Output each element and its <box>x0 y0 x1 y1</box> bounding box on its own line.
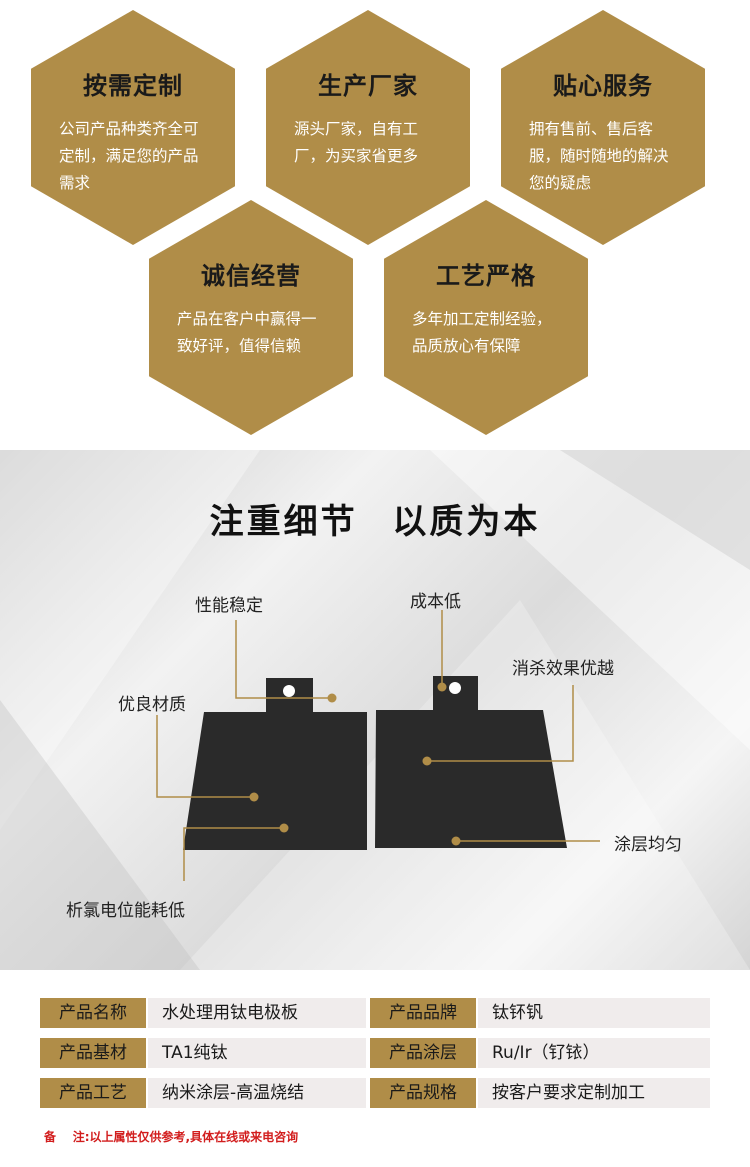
spec-value: TA1纯钛 <box>148 1038 366 1068</box>
leader-line-stable <box>235 620 332 699</box>
feature-custom-hexagon: 按需定制 公司产品种类齐全可定制，满足您的产品需求 <box>31 10 235 245</box>
features-section: 按需定制 公司产品种类齐全可定制，满足您的产品需求 生产厂家 源头厂家，自有工厂… <box>0 0 750 450</box>
spec-label: 产品涂层 <box>370 1038 476 1068</box>
leader-line-material <box>156 715 254 798</box>
left-plate-hole <box>283 685 295 697</box>
callout-coating: 涂层均匀 <box>614 835 682 855</box>
feature-manufacturer-hexagon: 生产厂家 源头厂家，自有工厂，为买家省更多 <box>266 10 470 245</box>
spec-label: 产品名称 <box>40 998 146 1028</box>
spec-value: 钛钚钒 <box>478 998 710 1028</box>
feature-description: 公司产品种类齐全可定制，满足您的产品需求 <box>59 120 199 192</box>
spec-value: 按客户要求定制加工 <box>478 1078 710 1108</box>
disclaimer-note: 备 注:以上属性仅供参考,具体在线或来电咨询 <box>44 1130 299 1144</box>
spec-value: 纳米涂层-高温烧结 <box>148 1078 366 1108</box>
spec-label: 产品基材 <box>40 1038 146 1068</box>
spec-label: 产品工艺 <box>40 1078 146 1108</box>
feature-title: 贴心服务 <box>553 72 653 100</box>
spec-row: 产品工艺 纳米涂层-高温烧结 产品规格 按客户要求定制加工 <box>40 1078 710 1108</box>
feature-craft-hexagon: 工艺严格 多年加工定制经验，品质放心有保障 <box>384 200 588 435</box>
electrode-illustration <box>156 610 600 881</box>
spec-table: 产品名称 水处理用钛电极板 产品品牌 钛钚钒 产品基材 TA1纯钛 产品涂层 R… <box>0 970 750 1167</box>
callout-stable: 性能稳定 <box>195 596 263 616</box>
spec-value: 水处理用钛电极板 <box>148 998 366 1028</box>
feature-description: 源头厂家，自有工厂，为买家省更多 <box>294 120 419 165</box>
callout-sterilize: 消杀效果优越 <box>512 659 614 679</box>
spec-row: 产品基材 TA1纯钛 产品涂层 Ru/Ir（钌铱） <box>40 1038 710 1068</box>
background-facets <box>0 450 750 970</box>
right-plate-hole <box>449 682 461 694</box>
feature-title: 生产厂家 <box>318 72 418 100</box>
feature-title: 诚信经营 <box>201 262 301 290</box>
marker-dot-material <box>249 792 259 802</box>
feature-title: 按需定制 <box>83 72 183 100</box>
feature-integrity-hexagon: 诚信经营 产品在客户中赢得一致好评，值得信赖 <box>149 200 353 435</box>
callout-material: 优良材质 <box>118 695 186 715</box>
spec-value: Ru/Ir（钌铱） <box>478 1038 710 1068</box>
leader-line-chlorine <box>183 827 284 881</box>
marker-dot-chlorine <box>279 823 289 833</box>
leader-line-sterilize <box>427 685 574 762</box>
feature-description: 拥有售前、售后客服，随时随地的解决您的疑虑 <box>529 120 669 192</box>
marker-dot-coating <box>451 836 461 846</box>
detail-title: 注重细节 以质为本 <box>209 502 541 542</box>
feature-description: 产品在客户中赢得一致好评，值得信赖 <box>177 310 317 355</box>
feature-service-hexagon: 贴心服务 拥有售前、售后客服，随时随地的解决您的疑虑 <box>501 10 705 245</box>
spec-row: 产品名称 水处理用钛电极板 产品品牌 钛钚钒 <box>40 998 710 1028</box>
feature-description: 多年加工定制经验，品质放心有保障 <box>412 310 552 355</box>
marker-dot-stable <box>327 693 337 703</box>
feature-title: 工艺严格 <box>436 262 536 290</box>
spec-label: 产品品牌 <box>370 998 476 1028</box>
spec-label: 产品规格 <box>370 1078 476 1108</box>
detail-section: 注重细节 以质为本 性能稳定 成本低 消杀效果优越 优良材质 涂层均匀 析氯电 <box>0 450 750 970</box>
marker-dot-low-cost <box>437 682 447 692</box>
left-electrode-plate <box>183 678 367 850</box>
callout-chlorine: 析氯电位能耗低 <box>66 901 185 921</box>
callout-low-cost: 成本低 <box>410 592 461 612</box>
marker-dot-sterilize <box>422 756 432 766</box>
right-electrode-plate <box>375 676 567 848</box>
